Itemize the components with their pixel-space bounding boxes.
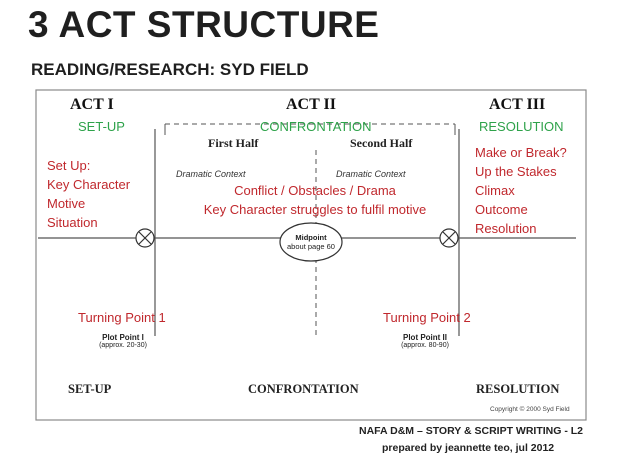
footer-author: prepared by jeannette teo, jul 2012 — [382, 442, 555, 454]
act-3-note: Make or Break? — [475, 145, 567, 160]
act-3-note: Climax — [475, 183, 515, 198]
plot-point-2-title: Plot Point II — [403, 333, 447, 342]
midpoint-ellipse — [279, 222, 343, 262]
bottom-confrontation: CONFRONTATION — [248, 382, 359, 396]
act-3-note: Up the Stakes — [475, 164, 557, 179]
act-1-note: Set Up: — [47, 158, 91, 173]
midpoint-sub: about page 60 — [287, 242, 335, 251]
plot-point-2-sub: (approx. 80-90) — [401, 342, 449, 349]
act-2-label: ACT II — [286, 96, 336, 113]
act-3-phase: RESOLUTION — [479, 119, 564, 134]
diagram-frame — [35, 89, 587, 421]
bottom-setup: SET-UP — [68, 382, 112, 396]
turning-point-2: Turning Point 2 — [383, 310, 471, 325]
plot-point-2-label: Plot Point II (approx. 80-90) — [394, 333, 456, 349]
act-1-notes: Set Up: Key Character Motive Situation — [47, 156, 130, 232]
turning-point-1: Turning Point 1 — [78, 310, 166, 325]
plot-point-1-title: Plot Point I — [102, 333, 144, 342]
midpoint-label: Midpoint about page 60 — [281, 233, 341, 251]
dramatic-context-2: Dramatic Context — [336, 169, 406, 179]
dramatic-context-1: Dramatic Context — [176, 169, 246, 179]
plot-point-1-sub: (approx. 20-30) — [99, 342, 147, 349]
footer-course: NAFA D&M – STORY & SCRIPT WRITING - L2 — [359, 425, 584, 437]
page-subtitle: READING/RESEARCH: SYD FIELD — [31, 60, 309, 79]
midpoint-title: Midpoint — [295, 233, 327, 242]
bottom-resolution: RESOLUTION — [476, 382, 560, 396]
act-2-notes: Conflict / Obstacles / Drama Key Charact… — [183, 181, 447, 219]
act-3-note: Resolution — [475, 221, 537, 236]
copyright: Copyright © 2000 Syd Field — [490, 406, 570, 413]
act-3-notes: Make or Break? Up the Stakes Climax Outc… — [475, 143, 567, 238]
act-1-note: Situation — [47, 215, 98, 230]
act-2-phase: CONFRONTATION — [260, 119, 372, 134]
act-2-note: Conflict / Obstacles / Drama — [234, 183, 396, 198]
act-1-note: Key Character — [47, 177, 131, 192]
first-half-label: First Half — [208, 136, 259, 150]
act-3-label: ACT III — [489, 96, 546, 113]
page-title: 3 ACT STRUCTURE — [28, 4, 380, 45]
act-1-phase: SET-UP — [78, 119, 125, 134]
second-half-label: Second Half — [350, 136, 413, 150]
act-1-label: ACT I — [70, 96, 114, 113]
act-1-note: Motive — [47, 196, 86, 211]
act-2-note: Key Character struggles to fulfil motive — [203, 202, 427, 217]
plot-point-1-label: Plot Point I (approx. 20-30) — [93, 333, 153, 349]
act-3-note: Outcome — [475, 202, 528, 217]
